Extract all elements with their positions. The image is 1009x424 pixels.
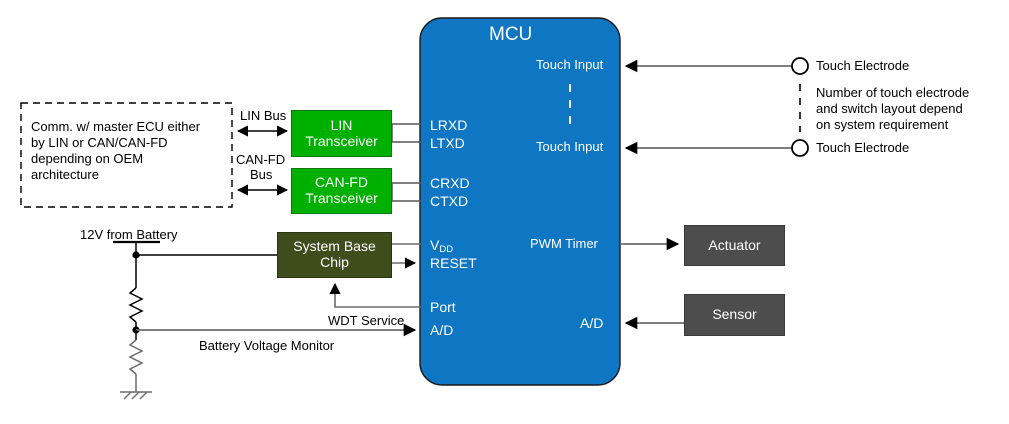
ground-hatch-3 bbox=[139, 391, 148, 400]
wdt-service-label: WDT Service bbox=[328, 313, 405, 328]
battery-monitor-label: Battery Voltage Monitor bbox=[199, 338, 335, 353]
actuator-label: Actuator bbox=[708, 236, 761, 253]
mcu-pin-ctxd: CTXD bbox=[430, 193, 469, 209]
vdd-subscript: DD bbox=[439, 244, 454, 256]
lin-transceiver-line2: Transceiver bbox=[305, 132, 378, 149]
canfd-transceiver-line1: CAN-FD bbox=[315, 174, 368, 191]
touch-electrode-circle-top bbox=[791, 57, 809, 75]
wdt-service-wire bbox=[329, 282, 421, 308]
touch-note-text: Number of touch electrode and switch lay… bbox=[816, 85, 1006, 133]
mcu-pin-crxd: CRXD bbox=[430, 175, 470, 191]
ecu-note-line-4: architecture bbox=[31, 167, 99, 182]
touch-note-line-3: on system requirement bbox=[816, 117, 949, 132]
resistor-lower bbox=[128, 339, 144, 375]
ecu-note-line-2: by LIN or CAN/CAN-FD bbox=[31, 135, 168, 150]
mcu-pin-touch-input-top: Touch Input bbox=[536, 57, 604, 72]
mcu-pin-ad-right: A/D bbox=[580, 315, 604, 331]
mcu-pin-lrxd: LRXD bbox=[430, 117, 468, 133]
sensor-label: Sensor bbox=[712, 306, 757, 323]
ecu-note-line-1: Comm. w/ master ECU either bbox=[31, 119, 201, 134]
battery-supply-label: 12V from Battery bbox=[80, 227, 178, 242]
canfd-bus-label-line1: CAN-FD bbox=[236, 152, 286, 167]
canfd-transceiver-line2: Transceiver bbox=[305, 190, 378, 206]
sensor-block: Sensor bbox=[684, 294, 785, 336]
ecu-note-box bbox=[20, 102, 233, 208]
canfd-transceiver-block: CAN-FD Transceiver bbox=[291, 168, 392, 214]
mcu-pin-touch-input-bottom: Touch Input bbox=[536, 139, 604, 154]
touch-note-line-2: and switch layout depend bbox=[816, 101, 963, 116]
sbc-line1: System Base bbox=[293, 238, 376, 255]
touch-electrode-label-top: Touch Electrode bbox=[816, 58, 910, 73]
lin-transceiver-block: LIN Transceiver bbox=[291, 110, 392, 157]
mcu-pin-port: Port bbox=[430, 299, 456, 315]
mcu-title: MCU bbox=[489, 24, 533, 45]
lin-transceiver-line1: LIN bbox=[330, 116, 353, 133]
actuator-block: Actuator bbox=[684, 225, 785, 266]
lin-bus-label: LIN Bus bbox=[240, 108, 287, 123]
mcu-pin-reset: RESET bbox=[430, 255, 477, 271]
ground-hatch-2 bbox=[131, 391, 140, 400]
ecu-note-text: Comm. w/ master ECU either by LIN or CAN… bbox=[31, 119, 227, 183]
mcu-pin-vdd: VDD bbox=[430, 237, 453, 255]
resistor-upper bbox=[128, 287, 144, 323]
touch-electrode-label-bottom: Touch Electrode bbox=[816, 140, 910, 155]
mcu-pin-ad-left: A/D bbox=[430, 322, 454, 338]
ground-hatch-1 bbox=[123, 391, 132, 400]
canfd-bus-label-line2: Bus bbox=[250, 167, 273, 182]
touch-note-line-1: Number of touch electrode bbox=[816, 85, 970, 100]
mcu-pin-pwm-timer: PWM Timer bbox=[530, 236, 598, 251]
sbc-line2: Chip bbox=[320, 254, 349, 270]
mcu-pin-ltxd: LTXD bbox=[430, 135, 465, 151]
system-base-chip-block: System Base Chip bbox=[277, 232, 392, 278]
touch-electrode-circle-bottom bbox=[791, 139, 809, 157]
vdd-base: V bbox=[430, 237, 440, 253]
ecu-note-line-3: depending on OEM bbox=[31, 151, 144, 166]
